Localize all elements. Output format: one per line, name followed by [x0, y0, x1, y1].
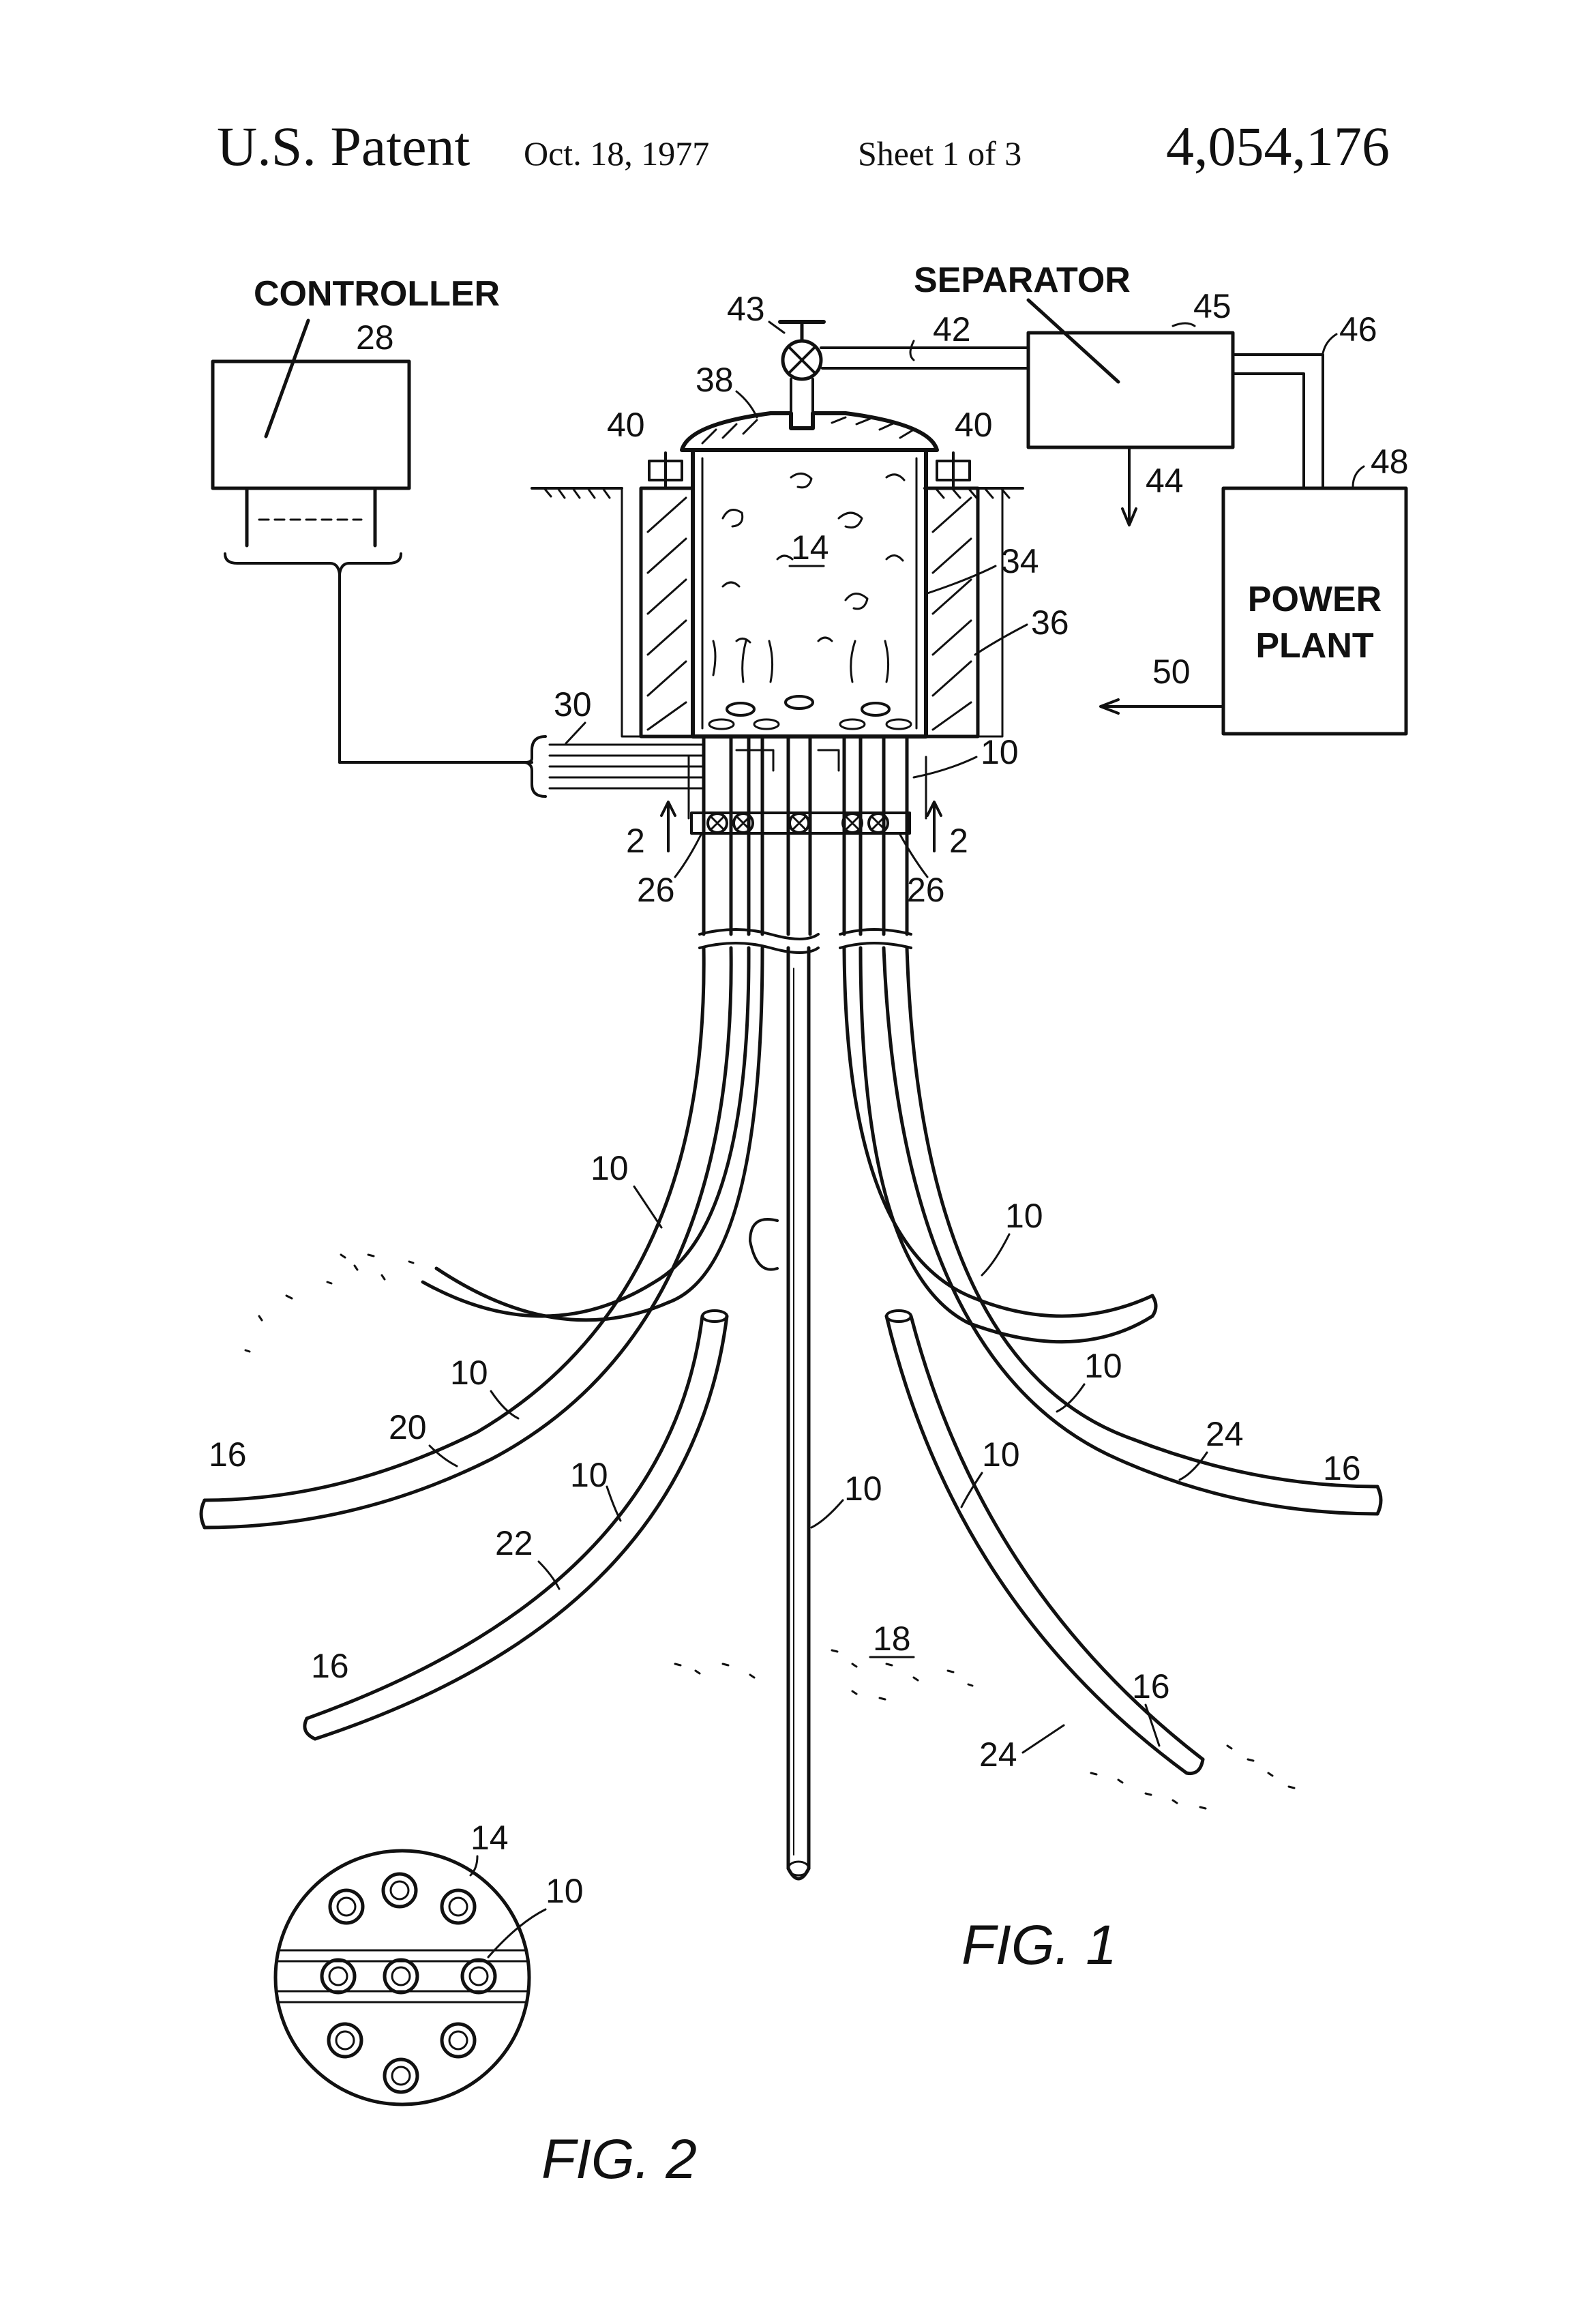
ref-44: 44 [1146, 462, 1184, 500]
ref-24-upper: 24 [1206, 1415, 1244, 1453]
ref-10-section: 10 [546, 1872, 584, 1910]
power-plant-label-1: POWER [1248, 580, 1382, 619]
fig2-cross-section: 14 10 [275, 1819, 584, 2104]
pipe-sections-10 [322, 1874, 495, 2092]
separator-label: SEPARATOR [914, 260, 1131, 300]
ref-46: 46 [1339, 310, 1377, 348]
ref-22: 22 [495, 1524, 533, 1562]
controller-unit: CONTROLLER 28 30 [213, 274, 702, 796]
ref-2-right: 2 [949, 822, 968, 860]
branch-20 [205, 948, 704, 1500]
ref-36: 36 [1031, 604, 1069, 642]
ref-38: 38 [696, 361, 734, 399]
controller-leader [266, 321, 308, 436]
center-pipe-10 [788, 948, 809, 1868]
ref-34: 34 [1001, 542, 1039, 580]
ref-30: 30 [554, 685, 592, 724]
valve-row-26 [691, 813, 910, 833]
ref-10-f: 10 [982, 1435, 1020, 1474]
branch-24 [884, 948, 1377, 1514]
fig2-caption: FIG. 2 [541, 2128, 697, 2190]
ref-10-b: 10 [1005, 1197, 1043, 1235]
fig1-caption: FIG. 1 [961, 1914, 1117, 1976]
ref-50: 50 [1152, 653, 1191, 691]
retort-dome-38 [682, 413, 937, 450]
ref-43: 43 [727, 290, 765, 328]
ref-10-c: 10 [450, 1354, 488, 1392]
borehole-branches: 10 10 10 10 10 10 10 20 22 24 24 16 16 1… [201, 948, 1381, 1879]
controller-label: CONTROLLER [254, 274, 500, 314]
ref-40-left: 40 [607, 406, 645, 444]
ref-14-section: 14 [471, 1819, 509, 1857]
ref-42: 42 [933, 310, 971, 348]
separator-leader [1028, 300, 1118, 382]
ref-24-lower: 24 [979, 1735, 1017, 1774]
ref-18: 18 [873, 1620, 911, 1658]
ref-10-a: 10 [591, 1149, 629, 1187]
ref-10-d: 10 [1084, 1347, 1122, 1385]
ref-48: 48 [1371, 443, 1409, 481]
retort-shell-34 [693, 450, 926, 736]
ref-40-right: 40 [955, 406, 993, 444]
separator-box [1028, 333, 1233, 447]
ref-2-left: 2 [626, 822, 645, 860]
ref-16-b: 16 [311, 1647, 349, 1685]
ref-26-left: 26 [637, 871, 675, 909]
ref-16-a: 16 [209, 1435, 247, 1474]
ref-16-d: 16 [1132, 1667, 1170, 1705]
ref-45: 45 [1193, 287, 1232, 325]
ref-16-c: 16 [1323, 1449, 1361, 1487]
controller-box [213, 361, 409, 488]
ref-20: 20 [389, 1408, 427, 1446]
branch-22 [307, 1316, 702, 1718]
power-plant-label-2: PLANT [1255, 626, 1374, 666]
ref-28: 28 [356, 318, 394, 357]
separator-unit: SEPARATOR 45 42 43 44 [727, 260, 1377, 525]
retort-assembly: 40 40 38 14 34 36 [532, 361, 1069, 736]
controller-bracket [225, 554, 401, 574]
ref-10-e: 10 [570, 1456, 608, 1494]
ref-10-g: 10 [844, 1470, 882, 1508]
ref-10-top: 10 [981, 733, 1019, 771]
ref-14-chamber: 14 [791, 528, 829, 567]
